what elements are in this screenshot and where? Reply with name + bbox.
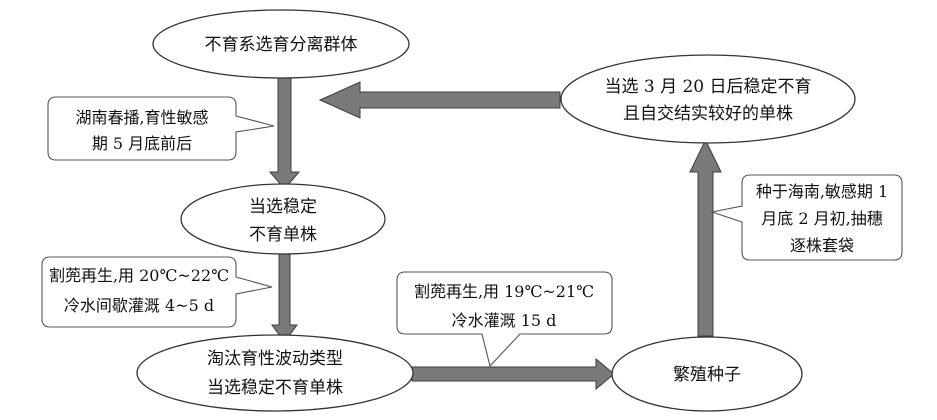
note-hainan: 种于海南,敏感期 1 月底 2 月初,抽穗 逐株套袋: [709, 174, 903, 261]
arrow-start-to-stable: [268, 75, 301, 190]
arrow-final-to-left: [318, 81, 561, 119]
node-final: 当选 3 月 20 日后稳定不育 且自交结实较好的单株: [560, 54, 856, 144]
note-hunan-line2: 期 5 月底前后: [92, 134, 192, 153]
node-final-label-line1: 当选 3 月 20 日后稳定不育: [604, 77, 811, 97]
note-hainan-line1: 种于海南,敏感期 1: [756, 182, 888, 201]
note-hunan-line1: 湖南春播,育性敏感: [75, 108, 208, 127]
note-regen2-line1: 割蔸再生,用 19℃~21℃: [414, 282, 594, 301]
arrow-stable-to-eliminate: [271, 249, 298, 343]
node-seed: 繁殖种子: [611, 336, 803, 412]
node-eliminate-label-line1: 淘汰育性波动类型: [207, 349, 343, 369]
arrow-eliminate-to-seed: [411, 357, 615, 391]
note-hunan: 湖南春播,育性敏感 期 5 月底前后: [47, 96, 275, 161]
note-hainan-line2: 月底 2 月初,抽穗: [761, 209, 882, 228]
note-regen2: 割蔸再生,用 19℃~21℃ 冷水灌溉 15 d: [396, 271, 613, 368]
node-stable: 当选稳定 不育单株: [180, 183, 386, 255]
note-regen1: 割蔸再生,用 20℃~22℃ 冷水间歇灌溉 4~5 d: [41, 256, 273, 328]
node-eliminate-label-line2: 当选稳定不育单株: [207, 378, 343, 398]
node-start: 不育系选育分离群体: [152, 9, 410, 79]
node-stable-label-line1: 当选稳定: [249, 197, 317, 217]
node-stable-label-line2: 不育单株: [249, 225, 317, 245]
note-regen1-line2: 冷水间歇灌溉 4~5 d: [64, 296, 214, 315]
node-seed-label: 繁殖种子: [673, 365, 741, 385]
note-regen2-line2: 冷水灌溉 15 d: [452, 311, 557, 330]
node-eliminate: 淘汰育性波动类型 当选稳定不育单株: [136, 334, 414, 412]
node-final-label-line2: 且自交结实较好的单株: [623, 104, 793, 124]
note-hainan-line3: 逐株套袋: [790, 236, 854, 255]
node-start-label: 不育系选育分离群体: [205, 35, 358, 55]
arrow-seed-to-final: [689, 138, 722, 337]
note-regen1-line1: 割蔸再生,用 20℃~22℃: [49, 266, 229, 285]
